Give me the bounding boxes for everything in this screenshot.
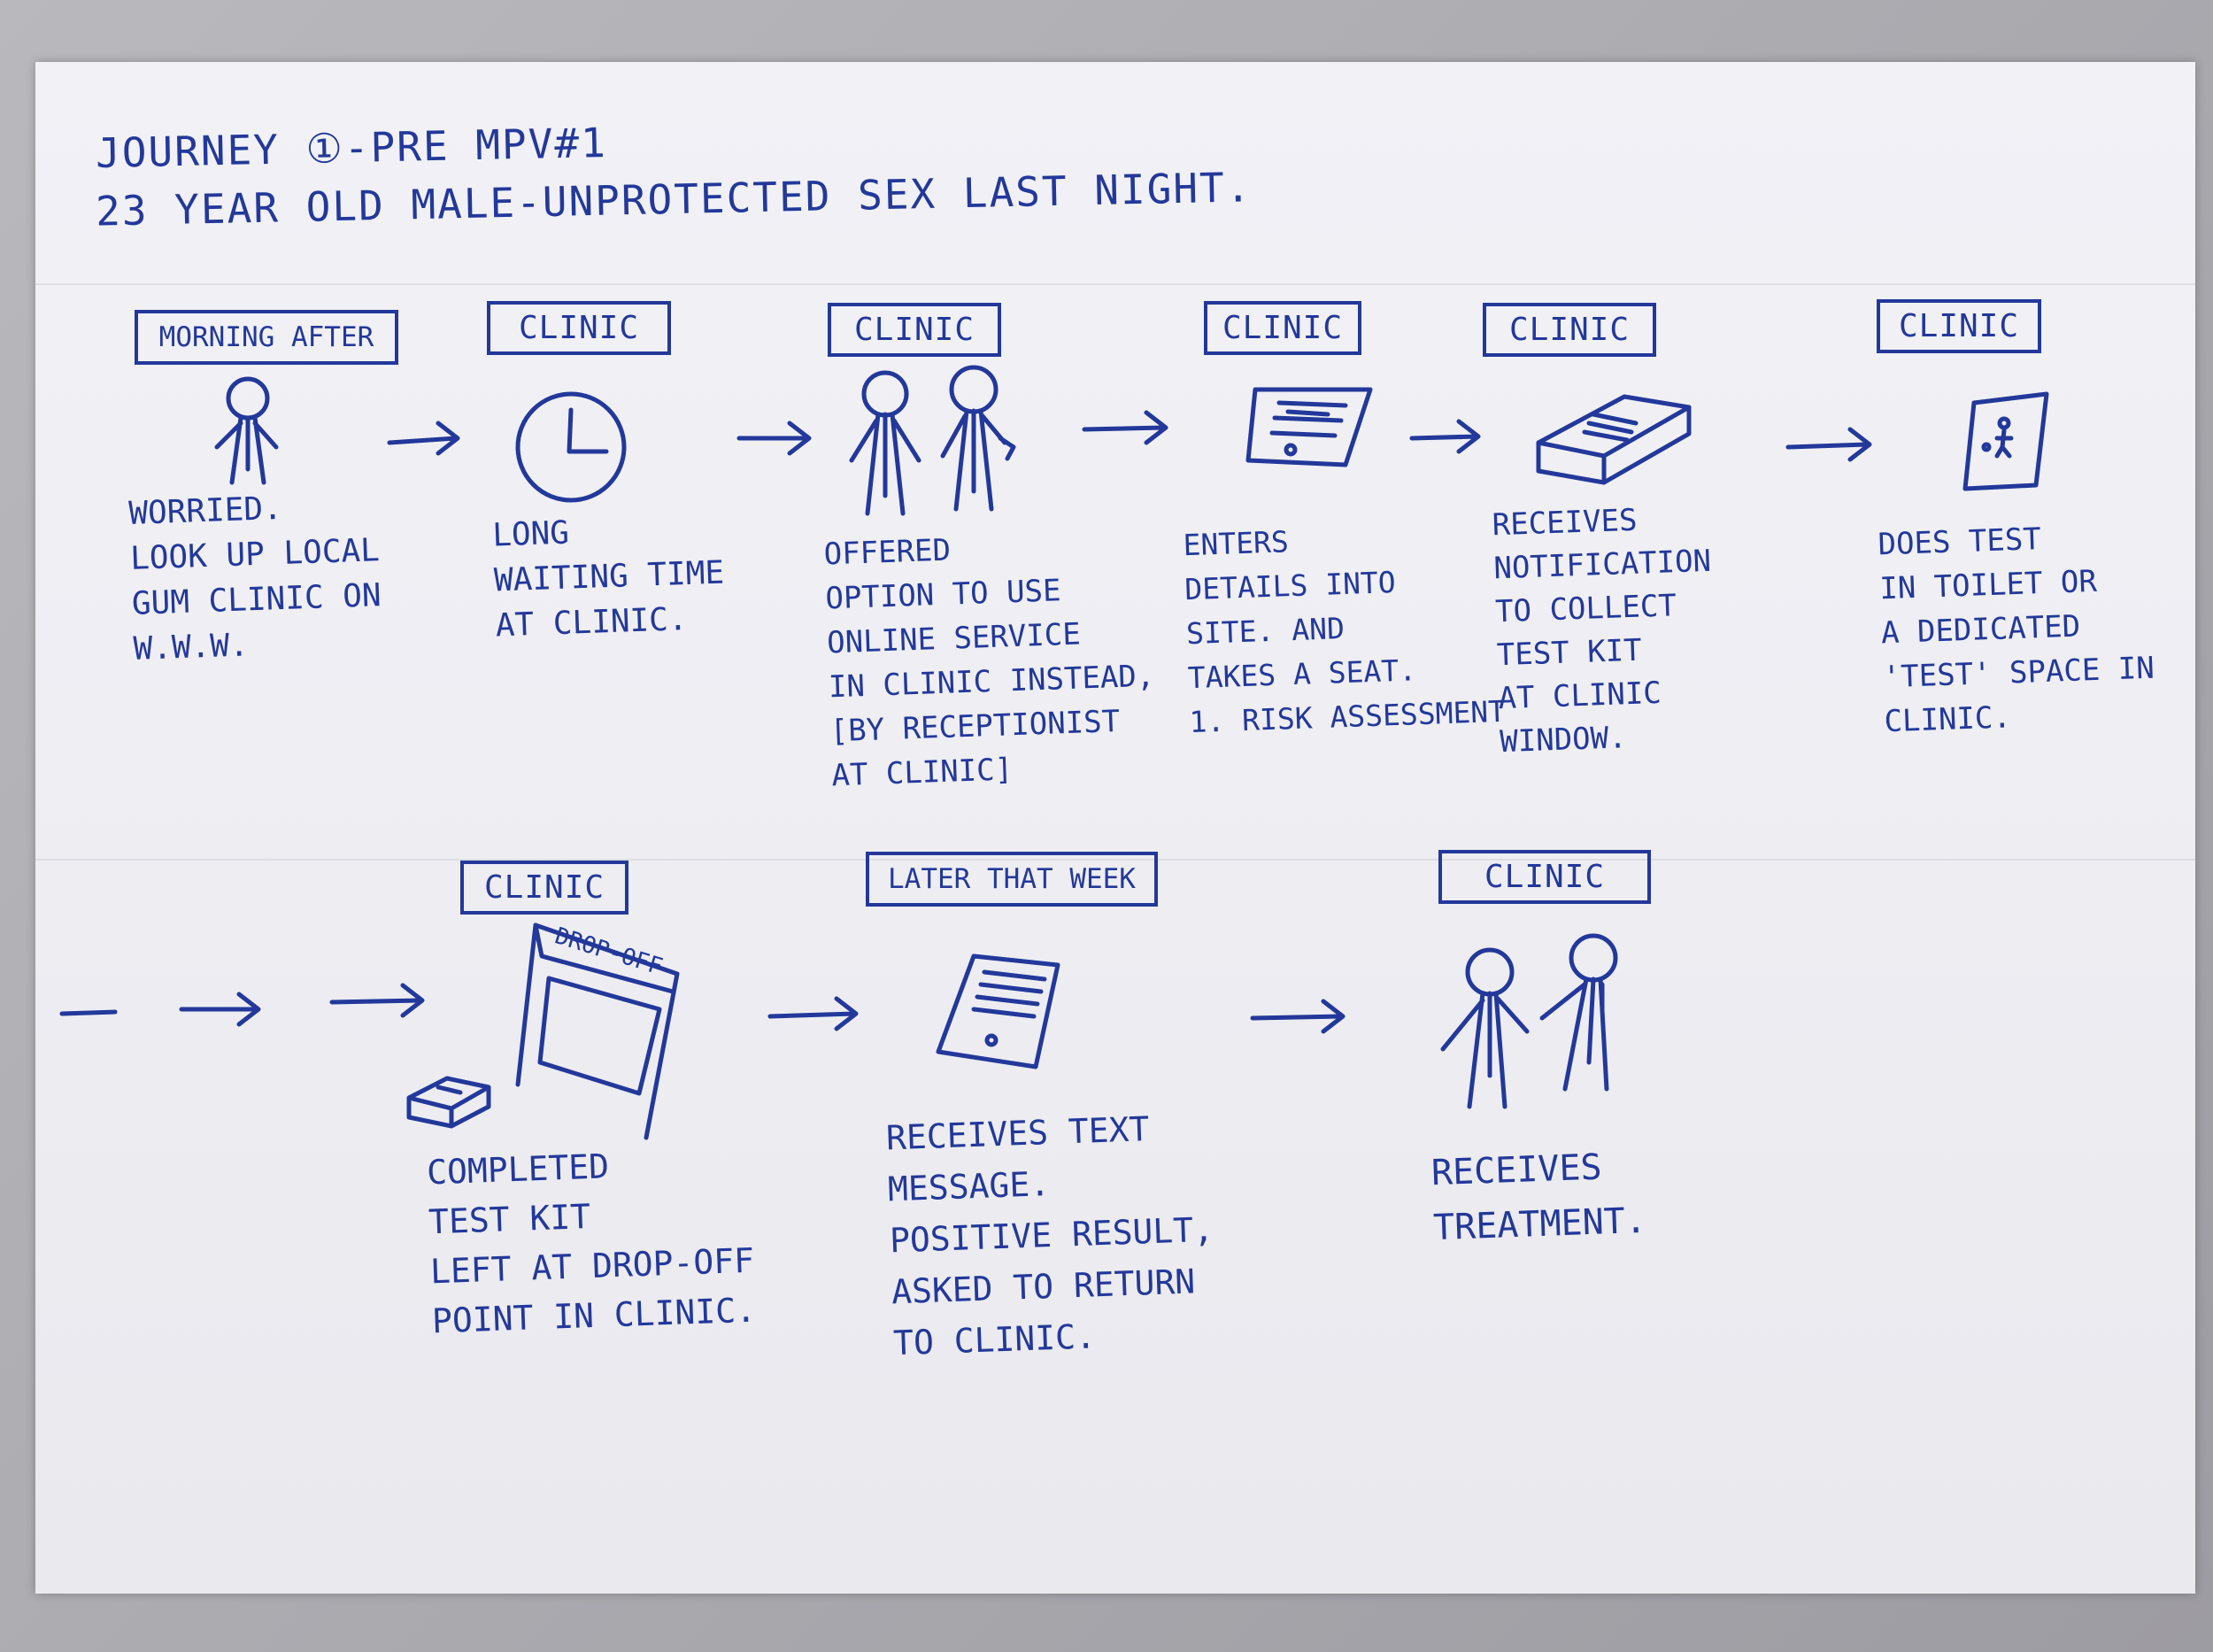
stage-label-clinic: CLINIC [1877, 299, 2041, 353]
drop-off-point-icon [515, 922, 680, 1140]
phone-message-icon [936, 953, 1060, 1069]
stage-label-clinic: CLINIC [460, 861, 628, 915]
arrow-icon [1250, 999, 1346, 1034]
test-kit-box-icon [1536, 394, 1692, 485]
stage-label-morning-after: MORNING AFTER [135, 310, 398, 365]
two-people-icon [1440, 933, 1618, 1109]
paper-fold-line [35, 283, 2195, 285]
arrow-icon [1082, 410, 1168, 445]
stage-label-clinic: CLINIC [828, 303, 1001, 357]
completed-test-kit-icon [406, 1076, 491, 1129]
arrow-icon [179, 992, 261, 1027]
stage-label-later-that-week: LATER THAT WEEK [866, 852, 1158, 907]
arrow-icon [1785, 427, 1872, 462]
arrow-icon [329, 983, 425, 1018]
person-icon [214, 376, 279, 485]
toilet-door-icon [1962, 391, 2049, 491]
stage-label-clinic: CLINIC [487, 301, 671, 355]
stage-label-clinic: CLINIC [1483, 303, 1656, 357]
stage-label-clinic: CLINIC [1204, 301, 1361, 355]
paper-fold-line [35, 859, 2195, 861]
arrow-icon [59, 1009, 118, 1016]
stage-label-clinic: CLINIC [1438, 850, 1651, 904]
arrow-icon [1409, 419, 1481, 454]
tablet-icon [1245, 387, 1373, 467]
arrow-icon [767, 996, 859, 1031]
clock-icon [515, 391, 627, 503]
arrow-icon [387, 421, 460, 456]
arrow-icon [736, 421, 812, 456]
two-people-icon [849, 365, 1016, 516]
